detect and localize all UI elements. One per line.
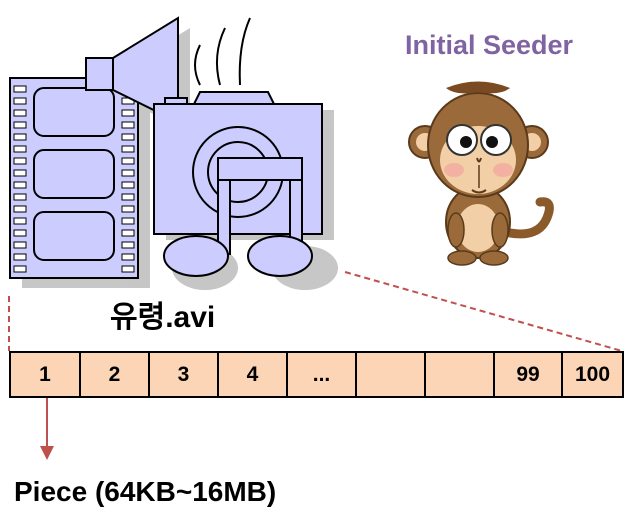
piece-cell: 4 bbox=[219, 353, 288, 396]
piece-arrow bbox=[40, 398, 54, 460]
piece-cell: ... bbox=[288, 353, 357, 396]
monkey-icon bbox=[408, 81, 554, 266]
piece-caption: Piece (64KB~16MB) bbox=[14, 476, 277, 507]
piece-cell: 2 bbox=[81, 353, 150, 396]
dashed-guide-right bbox=[344, 271, 623, 352]
media-icon bbox=[9, 16, 338, 290]
piece-bar: 1 2 3 4 ... 99 100 bbox=[9, 351, 624, 398]
piece-cell: 1 bbox=[11, 353, 81, 396]
seeder-label: Initial Seeder bbox=[405, 30, 574, 60]
piece-cell: 100 bbox=[563, 353, 624, 396]
piece-cell: 3 bbox=[150, 353, 219, 396]
piece-cell bbox=[357, 353, 426, 396]
piece-cell: 99 bbox=[495, 353, 563, 396]
piece-cell bbox=[426, 353, 495, 396]
file-name: 유령.avi bbox=[110, 301, 216, 334]
